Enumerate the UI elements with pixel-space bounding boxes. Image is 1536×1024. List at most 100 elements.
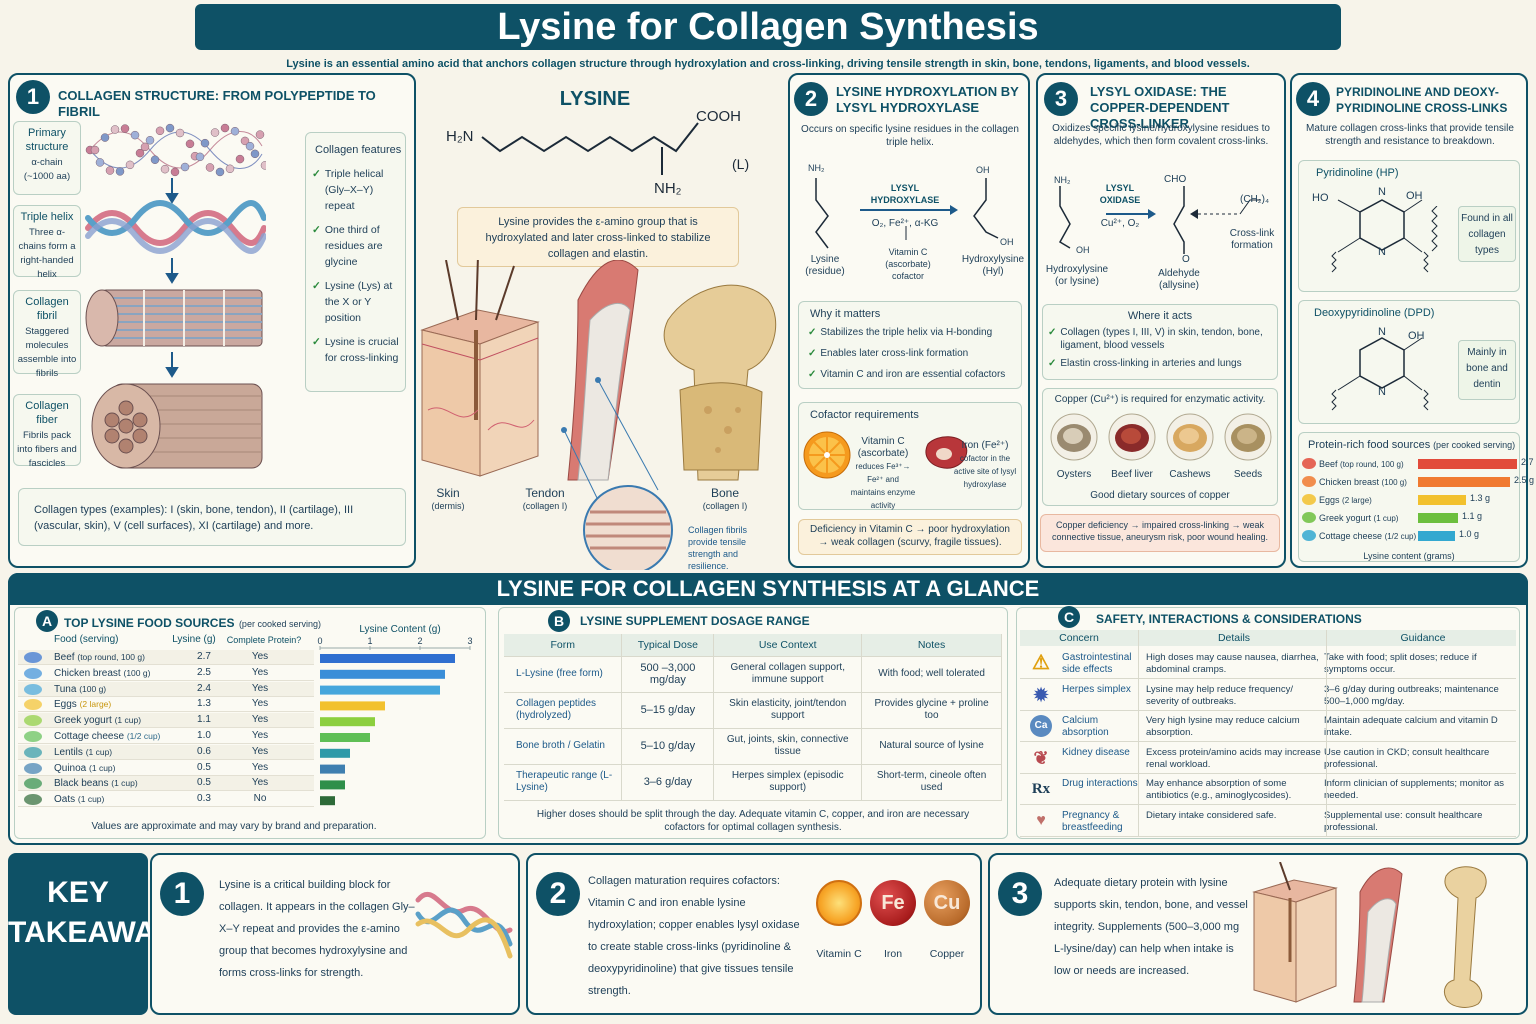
food-name: Tuna (100 g)	[54, 683, 107, 695]
chart-bar	[320, 654, 455, 663]
food-lysine-value: 2.7	[197, 651, 211, 662]
dosage-cell: 5–15 g/day	[621, 692, 715, 729]
step-3-badge: 3	[1044, 82, 1078, 116]
kidney-icon: ❦	[1033, 747, 1049, 768]
seeds-icon	[1224, 413, 1272, 461]
dosage-cell: Natural source of lysine	[861, 728, 1002, 765]
food-icon	[1302, 530, 1316, 541]
pyridinoline-desc: Mature collagen cross-links that provide…	[1306, 123, 1514, 147]
check-icon: ✓	[808, 348, 817, 359]
check-icon: ✓	[312, 280, 321, 292]
lysine-note: Lysine provides the ε-amino group that i…	[457, 207, 739, 267]
collagen-feature-item: ✓Lysine is crucial for cross-linking	[312, 336, 399, 364]
collagen-types-box	[18, 488, 406, 546]
copper-note: Copper (Cu²⁺) is required for enzymatic …	[1054, 394, 1266, 405]
helix-icon	[415, 891, 513, 959]
food-complete-protein: Yes	[251, 777, 269, 789]
structure-level-name: Collagen fiber	[25, 400, 69, 426]
virus-icon: ✹	[1033, 684, 1049, 705]
food-icon	[1302, 476, 1316, 487]
check-icon: ✓	[312, 168, 321, 180]
food-lysine-value: 1.0	[197, 730, 211, 741]
copper-icon: Cu	[924, 880, 970, 926]
takeaway-1-badge: 1	[160, 872, 204, 916]
fibril-magnifier	[583, 485, 673, 570]
dpd-n-top-label: N	[1378, 326, 1386, 338]
cofactor-label: Copper	[929, 948, 965, 960]
chart-title: Lysine Content (g)	[359, 624, 441, 635]
food-icon	[24, 652, 42, 663]
lysine-residue-label: Lysine (residue)	[805, 254, 845, 277]
why-it-matters-title: Why it matters	[810, 308, 881, 320]
protein-food-bar	[1418, 531, 1455, 541]
key-takeaways-line1: KEY	[47, 876, 109, 909]
food-complete-protein: Yes	[251, 761, 269, 773]
title-banner: Lysine for Collagen Synthesis	[195, 4, 1341, 50]
protein-food-value: 1.1 g	[1462, 511, 1483, 521]
copper-food-4: Seeds	[1220, 412, 1276, 481]
page-subtitle: Lysine is an essential amino acid that a…	[286, 58, 1250, 70]
takeaway-3-badge: 3	[998, 872, 1042, 916]
complete-col-header: Complete Protein?	[226, 635, 302, 645]
cofactor-label: Vitamin C	[816, 948, 862, 960]
where-it-acts-box	[1042, 304, 1278, 380]
lysyl-hydroxylase-enzyme: LYSYL HYDROXYLASE	[870, 183, 940, 205]
dosage-note: Higher doses should be split through the…	[536, 809, 970, 833]
hp-n-top-label: N	[1378, 186, 1386, 198]
protein-food-bar	[1418, 513, 1458, 523]
copper-food-label: Cashews	[1169, 469, 1211, 480]
protein-food-row: Cottage cheese (1/2 cup)1.0 g	[1294, 528, 1518, 544]
food-values-note: Values are approximate and may vary by b…	[91, 821, 377, 832]
dosage-cell: Gut, joints, skin, connective tissue	[713, 728, 863, 765]
lox-crosslink-label: Cross-link formation	[1229, 228, 1275, 251]
lox-ch2-label: (CH₂)₄	[1240, 194, 1270, 205]
lysine-structure	[481, 122, 699, 175]
lysyl-oxidase-enzyme: LYSYL OXIDASE	[1099, 183, 1141, 205]
cofactor-requirements-title: Cofactor requirements	[810, 409, 919, 421]
lox-o-label: O	[1182, 254, 1190, 265]
step-1-badge: 1	[16, 80, 50, 114]
protein-food-value: 2.5 g	[1514, 475, 1535, 485]
lysyl-oxidase-conditions: Cu²⁺, O₂	[1100, 218, 1140, 229]
safety-guidance: Supplemental use: consult healthcare pro…	[1324, 809, 1483, 833]
food-name: Oats (1 cup)	[54, 794, 105, 806]
protein-food-label: Chicken breast (100 g)	[1319, 477, 1407, 487]
warning-icon: ⚠	[1032, 652, 1050, 674]
at-a-glance-banner: LYSINE FOR COLLAGEN SYNTHESIS AT A GLANC…	[8, 573, 1528, 605]
safety-details: May enhance absorption of some antibioti…	[1146, 778, 1292, 801]
section-b-title: Lysine Supplement Dosage Range	[580, 614, 810, 628]
protein-food-label: Beef (top round, 100 g)	[1319, 459, 1404, 469]
deoxypyridinoline-structure	[1331, 337, 1429, 411]
safety-concern: Calcium absorption	[1062, 715, 1109, 738]
food-lysine-value: 0.3	[197, 793, 211, 805]
collagen-feature-item: ✓Triple helical (Gly–X–Y) repeat	[312, 168, 384, 212]
safety-details: High doses may cause nausea, diarrhea, a…	[1146, 652, 1319, 675]
food-complete-protein: Yes	[251, 666, 269, 678]
step-2-badge: 2	[794, 82, 828, 116]
hp-note: Found in all collagen types	[1458, 206, 1516, 262]
check-icon: ✓	[808, 327, 817, 338]
safety-header-cell: Guidance	[1400, 632, 1446, 644]
check-icon: ✓	[808, 369, 817, 380]
takeaway-1-box	[150, 853, 520, 1015]
safety-guidance: Take with food; split doses; reduce if s…	[1324, 652, 1477, 675]
lox-product-label: Aldehyde (allysine)	[1158, 268, 1200, 291]
food-name: Cottage cheese (1/2 cup)	[54, 731, 161, 742]
hp-title: Pyridinoline (HP)	[1316, 167, 1399, 179]
copper-food-label: Beef liver	[1111, 469, 1153, 480]
section-b-badge: B	[548, 610, 570, 632]
hp-bracket	[1431, 206, 1438, 252]
hydroxylysine-label: Hydroxylysine (Hyl)	[961, 254, 1025, 277]
lysyl-oxidase-desc: Oxidizes specific lysine/hydroxylysine r…	[1052, 123, 1270, 147]
hydroxylase-conditions: O₂, Fe²⁺, α-KG	[871, 218, 939, 229]
dosage-cell: Short-term, cineole often used	[861, 764, 1002, 801]
copper-food-label: Seeds	[1233, 469, 1263, 480]
